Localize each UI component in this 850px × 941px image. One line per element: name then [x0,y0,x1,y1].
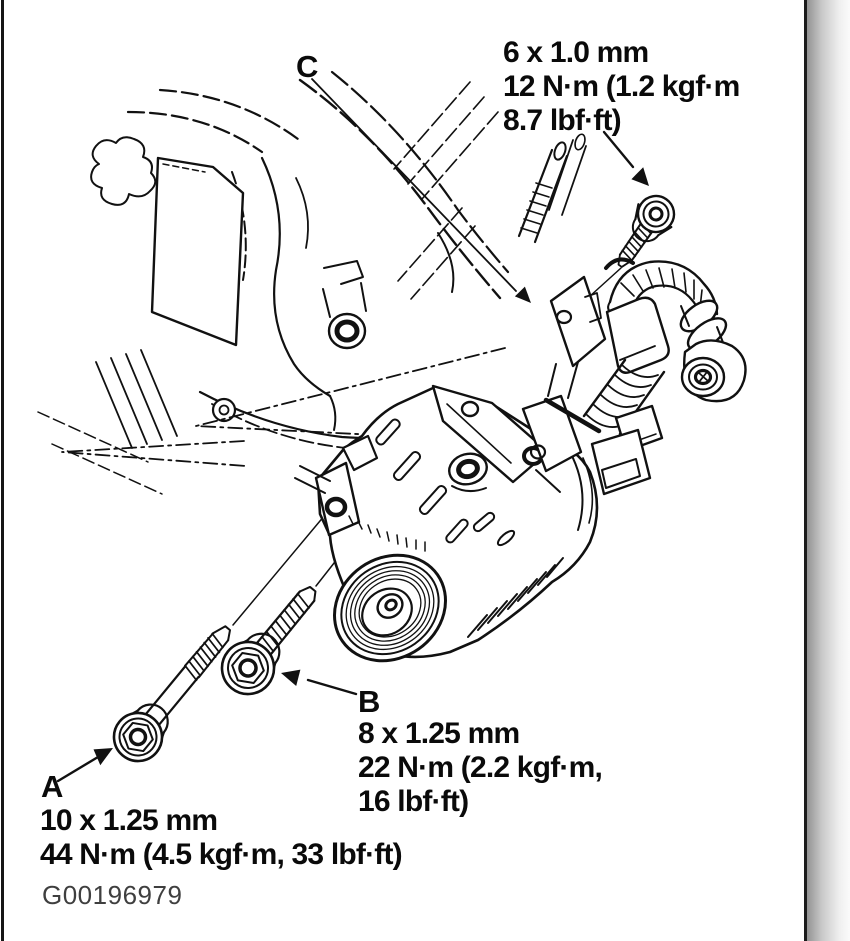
spec-bolt-top-line2: 12 N·m (1.2 kgf·m [503,70,740,103]
arrow-6mm [631,167,649,186]
callout-arrows [56,130,649,783]
arrow-a-line [56,755,100,783]
spec-a-line1: 10 x 1.25 mm [40,804,218,837]
page-edge-shadow [807,0,850,941]
spec-b-line3: 16 lbf·ft) [358,785,469,818]
label-b: B [358,684,380,719]
label-c: C [296,49,318,84]
arrow-b-line [306,678,358,696]
figure-id: G00196979 [42,880,183,910]
arrow-b [281,669,301,686]
spec-b-line1: 8 x 1.25 mm [358,717,520,750]
page-right-edge-line [804,0,807,941]
spec-b-line2: 22 N·m (2.2 kgf·m, [358,751,603,784]
label-a: A [41,769,63,804]
engine-transmission-housing [37,70,510,495]
arrow-a [93,748,113,766]
bolt-6mm [617,194,676,268]
bolt-a [112,625,232,763]
leader-line-c [311,78,531,303]
alternator-pulley [333,553,447,663]
spec-bolt-top-line1: 6 x 1.0 mm [503,36,649,69]
bolt-b [220,585,317,696]
arrow-6mm-line [602,130,635,169]
alternator [294,384,599,663]
arrow-c [514,286,531,303]
spec-a-line2: 44 N·m (4.5 kgf·m, 33 lbf·ft) [40,838,403,871]
wire-harness [517,133,747,496]
page-left-edge-line [1,0,4,941]
spec-bolt-top-line3: 8.7 lbf·ft) [503,104,622,137]
